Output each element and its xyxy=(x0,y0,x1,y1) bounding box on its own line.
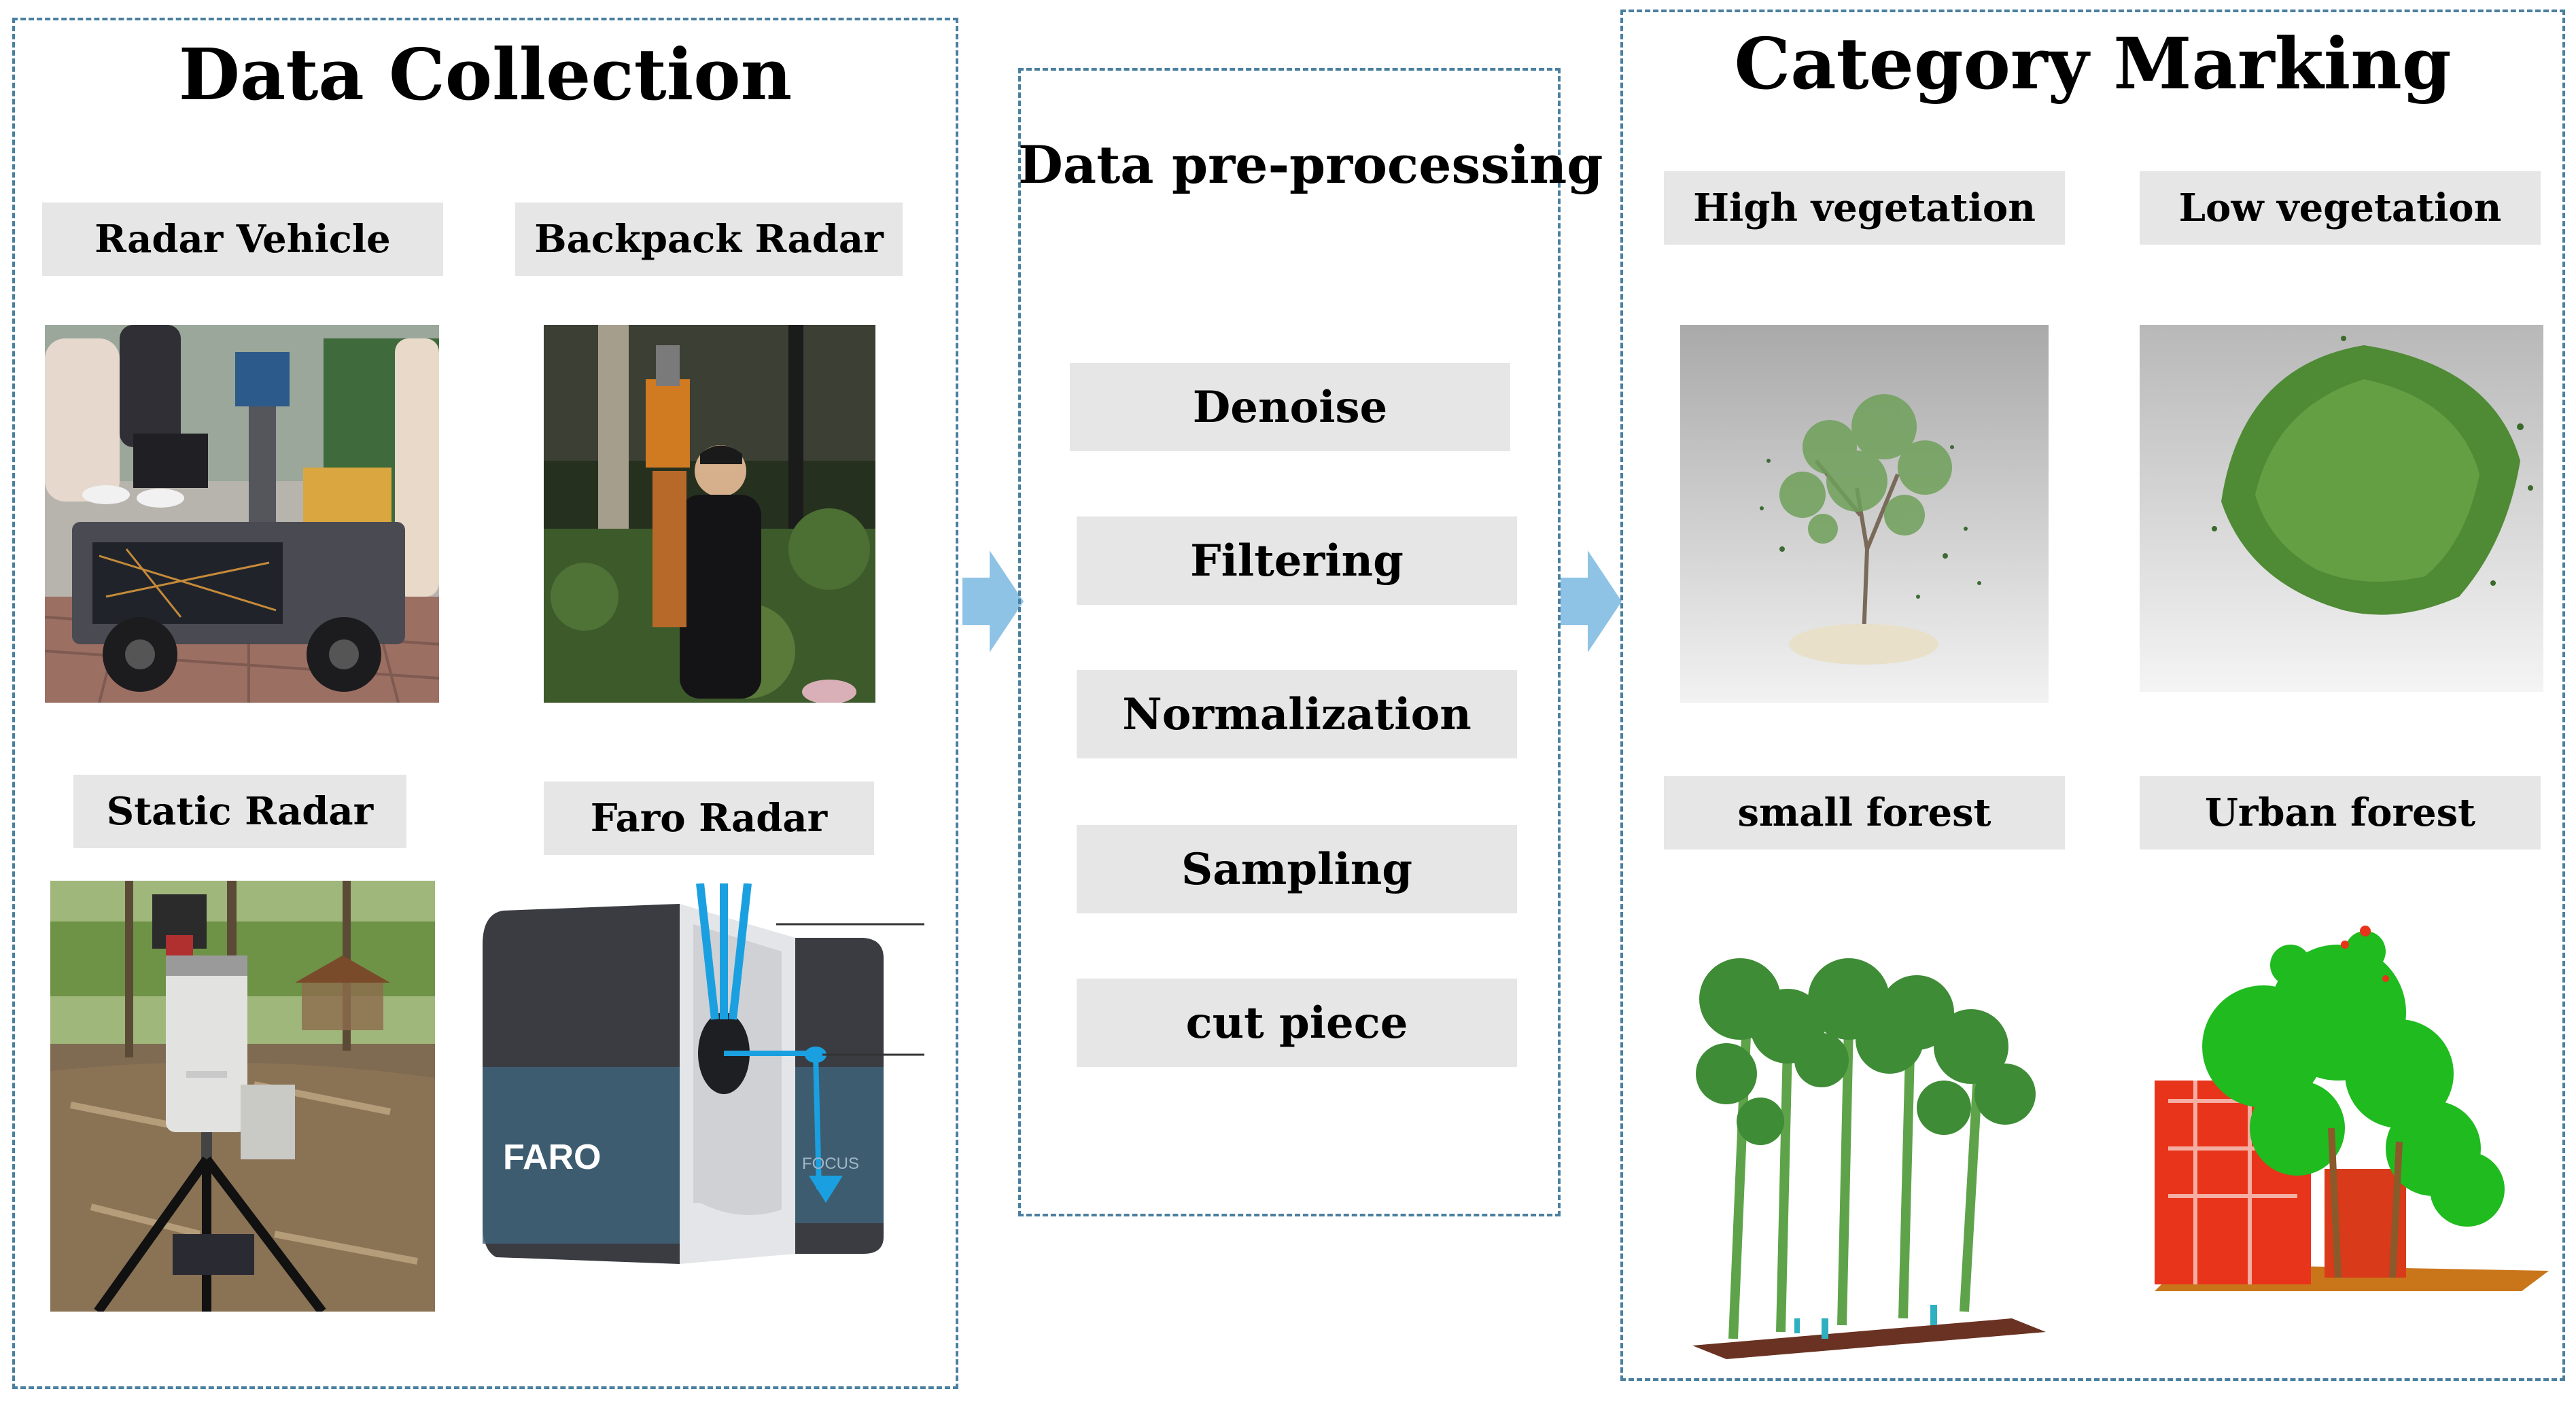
small-forest-pointcloud xyxy=(1686,938,2053,1359)
radar-vehicle-photo xyxy=(45,325,439,703)
step-denoise: Denoise xyxy=(1070,363,1510,451)
high-vegetation-label: High vegetation xyxy=(1664,171,2065,245)
preprocessing-title: Data pre-processing xyxy=(1018,135,1603,195)
category-marking-title: Category Marking xyxy=(1734,22,2452,105)
faro-radar-label: Faro Radar xyxy=(544,782,874,855)
high-vegetation-pointcloud xyxy=(1680,325,2049,703)
category-marking-panel xyxy=(1620,10,2565,1381)
arrow-right-icon xyxy=(962,550,1024,652)
small-forest-label: small forest xyxy=(1664,776,2065,849)
backpack-radar-photo xyxy=(544,325,875,703)
static-radar-photo xyxy=(50,881,435,1312)
focus-model-text: FOCUS xyxy=(802,1155,859,1173)
data-collection-panel xyxy=(12,18,958,1389)
urban-forest-pointcloud xyxy=(2141,924,2549,1318)
data-collection-title: Data Collection xyxy=(178,33,793,116)
low-vegetation-label: Low vegetation xyxy=(2140,171,2541,245)
low-vegetation-pointcloud xyxy=(2140,325,2543,692)
backpack-radar-label: Backpack Radar xyxy=(515,203,903,276)
preprocessing-panel xyxy=(1018,68,1561,1216)
faro-radar-device: FARO FOCUS xyxy=(476,883,924,1284)
step-sampling: Sampling xyxy=(1077,825,1517,913)
radar-vehicle-label: Radar Vehicle xyxy=(42,203,443,276)
step-cut-piece: cut piece xyxy=(1077,979,1517,1067)
step-filtering: Filtering xyxy=(1077,516,1517,605)
static-radar-label: Static Radar xyxy=(73,775,406,848)
step-normalization: Normalization xyxy=(1077,670,1517,758)
faro-logo-text: FARO xyxy=(503,1138,601,1177)
arrow-right-icon xyxy=(1561,550,1622,652)
urban-forest-label: Urban forest xyxy=(2140,776,2541,849)
